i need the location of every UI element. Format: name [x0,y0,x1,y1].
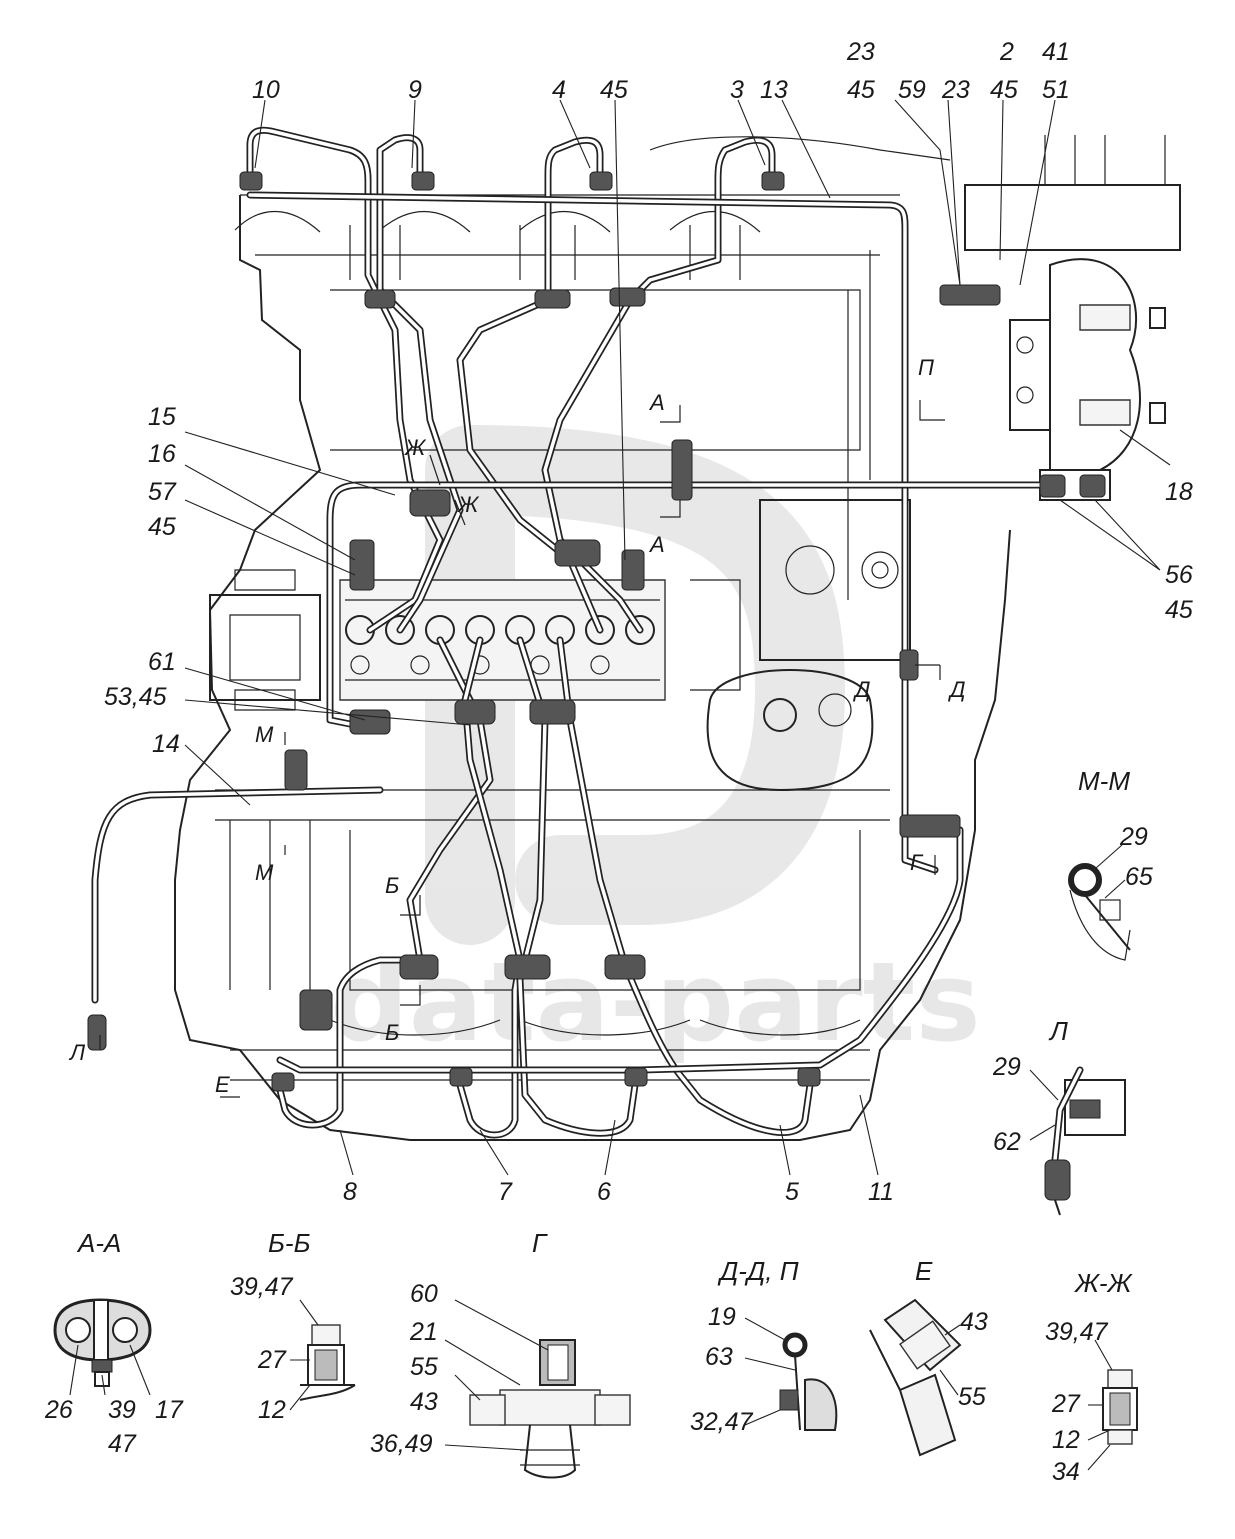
g-label-36-49: 36,49 [370,1430,433,1458]
section-mark-e: Е [215,1072,230,1097]
callout-9: 9 [408,76,422,104]
callout-16: 16 [148,440,176,468]
callout-11: 11 [868,1178,894,1206]
callout-7: 7 [498,1178,513,1206]
bb-label-12: 12 [258,1396,286,1424]
callout-2: 2 [999,38,1014,66]
detail-title-e: Е [915,1256,933,1286]
detail-title-b-b: Б-Б [268,1228,311,1258]
detail-title-m-m: М-М [1078,766,1130,796]
callout-45: 45 [148,513,176,541]
callout-18: 18 [1165,478,1193,506]
zhzh-label-27: 27 [1051,1390,1081,1418]
section-mark-zh-top: Ж [404,435,427,460]
section-mark-b-top: Б [385,873,399,898]
callout-51: 51 [1042,76,1070,104]
zhzh-label-12: 12 [1052,1426,1080,1454]
section-mark-zh-bottom: Ж [457,492,480,517]
section-mark-p: П [918,355,934,380]
detail-title-zh-zh: Ж-Ж [1073,1268,1134,1298]
e-label-55: 55 [958,1383,986,1411]
callout-15: 15 [148,403,176,431]
mm-label-65: 65 [1125,863,1153,891]
detail-view-a-a: А-А 26 39 47 17 [44,1228,184,1458]
section-mark-a-top: А [648,390,665,415]
callout-45: 45 [990,76,1018,104]
callout-10: 10 [252,76,280,104]
section-mark-l: Л [68,1040,86,1065]
engine-block [174,135,1181,1141]
detail-view-b-b: Б-Б 39,47 27 12 [230,1228,356,1424]
detail-view-zh-zh: Ж-Ж 39,47 27 12 34 [1045,1268,1138,1486]
leader-lines [184,99,1171,1176]
callout-59: 59 [898,76,926,104]
callout-53-45: 53,45 [104,683,167,711]
callout-4: 4 [552,76,566,104]
section-mark-g: Г [910,850,924,875]
aa-label-47: 47 [108,1430,137,1458]
callout-45: 45 [1165,596,1193,624]
section-mark-m-bottom: М [255,860,274,885]
section-markers: А А Ж Ж П Д Д М М Г Б Б Л Е [68,355,966,1098]
detail-title-d-d-p: Д-Д, П [717,1256,799,1286]
callout-14: 14 [152,730,180,758]
l-label-29: 29 [992,1053,1021,1081]
dd-label-32-47: 32,47 [690,1408,754,1436]
callout-23: 23 [941,76,970,104]
callout-61: 61 [148,648,176,676]
callout-41: 41 [1042,38,1070,66]
g-label-60: 60 [410,1280,438,1308]
dd-label-63: 63 [705,1343,733,1371]
dd-label-19: 19 [708,1303,736,1331]
bb-label-39-47: 39,47 [230,1273,294,1301]
callout-13: 13 [760,76,788,104]
callout-56: 56 [1165,561,1193,589]
section-mark-a-bottom: А [648,532,665,557]
callout-6: 6 [597,1178,611,1206]
aa-label-39: 39 [108,1396,136,1424]
detail-view-g: Г 60 21 55 43 36,49 [370,1228,631,1479]
callout-45: 45 [847,76,875,104]
callout-5: 5 [785,1178,799,1206]
l-label-62: 62 [993,1128,1021,1156]
detail-title-a-a: А-А [76,1228,121,1258]
g-label-21: 21 [409,1318,438,1346]
g-label-43: 43 [410,1388,438,1416]
g-label-55: 55 [410,1353,438,1381]
aa-label-26: 26 [44,1396,73,1424]
section-mark-d-right: Д [947,677,966,702]
e-label-43: 43 [960,1308,988,1336]
callout-3: 3 [730,76,744,104]
watermark-text: data-parts [330,938,981,1066]
callout-23: 23 [846,38,875,66]
callout-45: 45 [600,76,628,104]
detail-view-l: Л 29 62 [992,1016,1126,1216]
section-mark-d-left: Д [852,677,871,702]
detail-title-g: Г [532,1228,548,1258]
detail-view-d-d-p: Д-Д, П 19 63 32,47 [690,1256,838,1436]
mm-label-29: 29 [1119,823,1148,851]
detail-view-m-m: М-М 29 65 [1068,766,1153,961]
zhzh-label-39-47: 39,47 [1045,1318,1109,1346]
detail-view-e: Е 43 55 [869,1256,988,1457]
aa-label-17: 17 [155,1396,184,1424]
zhzh-label-34: 34 [1052,1458,1080,1486]
pipe-clamps [87,171,1106,1092]
detail-title-l: Л [1048,1016,1068,1046]
section-mark-b-bottom: Б [385,1020,399,1045]
bb-label-27: 27 [257,1346,287,1374]
part-callouts: 10 9 4 45 3 13 23 45 59 23 2 45 41 51 15… [104,38,1193,1206]
callout-8: 8 [343,1178,357,1206]
callout-57: 57 [148,478,177,506]
section-mark-m-top: М [255,722,274,747]
